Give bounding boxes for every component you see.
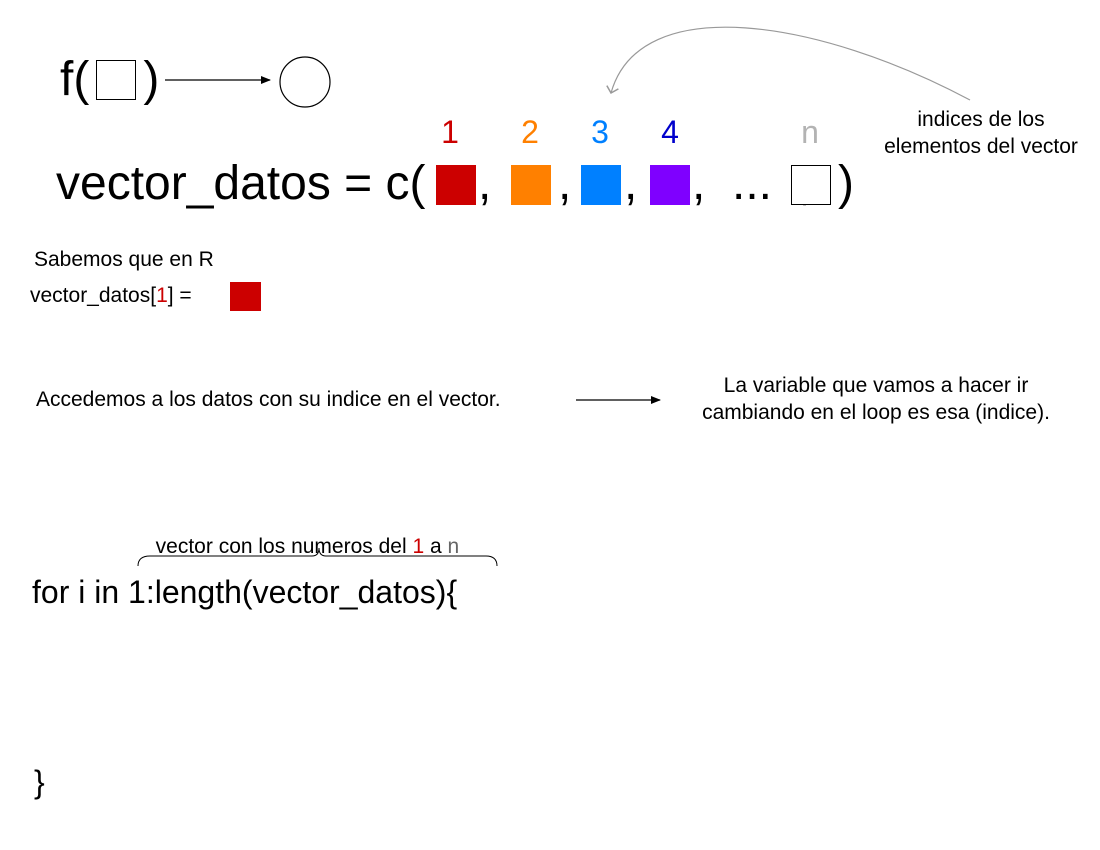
index-label-4: 4 bbox=[661, 114, 679, 150]
separator-1: , bbox=[478, 157, 492, 210]
loop-header: for i in 1:length(vector_datos){ bbox=[32, 574, 458, 610]
function-label: f() bbox=[60, 56, 159, 104]
r-note-expr-prefix: vector_datos[ bbox=[30, 284, 157, 307]
access-note-text: Accedemos a los datos con su indice en e… bbox=[36, 388, 501, 411]
brace-note-one: 1 bbox=[412, 535, 425, 559]
function-input-box bbox=[96, 60, 136, 100]
indices-annotation-line2: elementos del vector bbox=[884, 135, 1078, 159]
separator-2: , bbox=[558, 157, 572, 210]
vector-element-4 bbox=[650, 165, 690, 205]
function-suffix: ) bbox=[143, 53, 160, 106]
vector-element-1 bbox=[436, 165, 476, 205]
brace-note: vector con los numeros del 1 a n bbox=[144, 506, 460, 561]
access-note-result-line2: cambiando en el loop es esa (indice). bbox=[702, 401, 1050, 425]
indices-curved-arrow bbox=[606, 26, 971, 101]
r-note-expr-index: 1 bbox=[156, 284, 168, 307]
separator-3: , bbox=[624, 157, 638, 210]
vector-assign: vector_datos = c( bbox=[56, 157, 426, 210]
vector-element-2 bbox=[511, 165, 551, 205]
index-label-2: 2 bbox=[521, 114, 539, 150]
indices-annotation-line1: indices de los bbox=[917, 108, 1045, 131]
access-note-result-line1: La variable que vamos a hacer ir bbox=[723, 374, 1029, 397]
index-label-n: n bbox=[801, 114, 819, 150]
r-note-heading: Sabemos que en R bbox=[34, 248, 214, 271]
curly-brace bbox=[137, 547, 498, 567]
loop-close: } bbox=[34, 764, 45, 800]
indices-annotation: indices de los elementos del vector bbox=[866, 106, 1096, 161]
vector-element-n bbox=[791, 165, 831, 205]
brace-note-n: n bbox=[447, 535, 460, 559]
r-note-expression: vector_datos[1] = bbox=[30, 282, 192, 309]
vector-element-3 bbox=[581, 165, 621, 205]
index-label-1: 1 bbox=[441, 114, 459, 150]
output-circle bbox=[279, 56, 331, 108]
access-note-result: La variable que vamos a hacer ir cambian… bbox=[668, 372, 1084, 427]
r-note-expr-suffix: ] = bbox=[167, 284, 192, 307]
index-label-3: 3 bbox=[591, 114, 609, 150]
function-prefix: f( bbox=[60, 53, 90, 106]
brace-note-middle: a bbox=[424, 535, 448, 559]
vector-close: ) bbox=[838, 157, 854, 210]
brace-note-prefix: vector con los numeros del bbox=[155, 535, 413, 559]
r-note-value-square bbox=[230, 282, 261, 311]
